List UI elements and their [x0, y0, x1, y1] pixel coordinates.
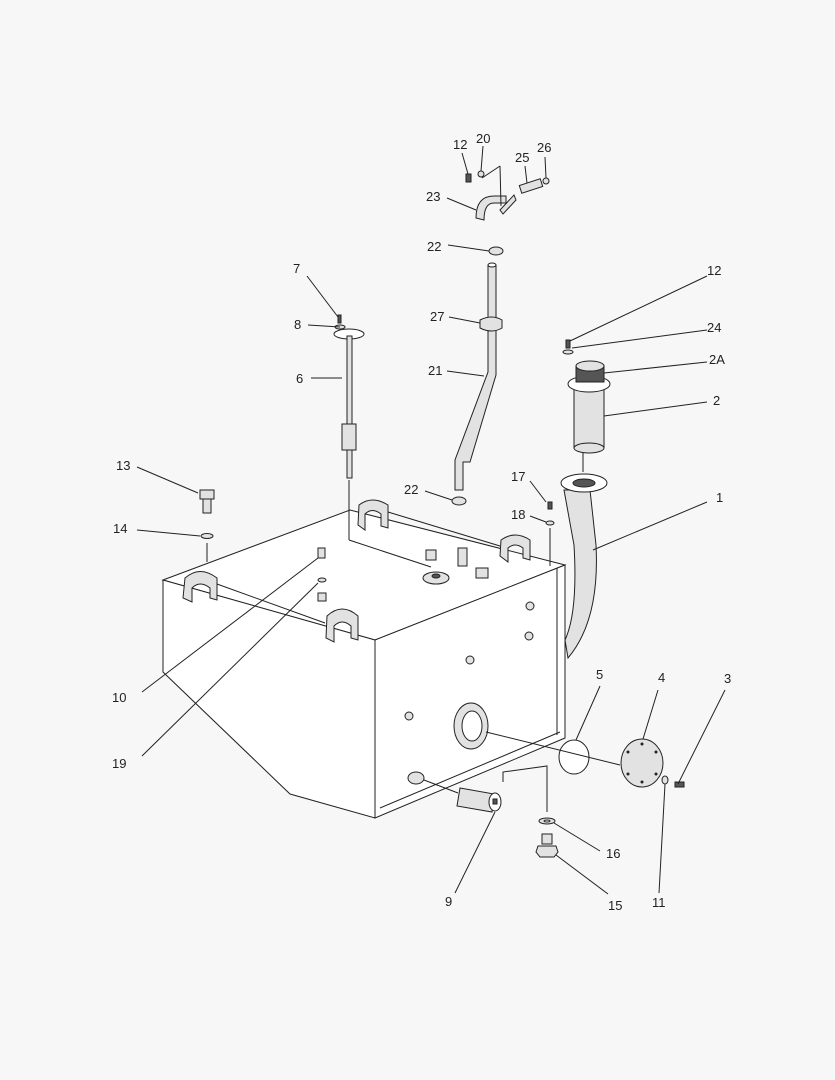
sender-washer [317, 577, 327, 583]
filler-washer [562, 349, 574, 355]
callout-labels: 1 2 2A 24 12 3 4 5 11 15 16 9 10 19 13 1… [112, 131, 731, 913]
callout-12-upper-right: 12 [707, 263, 721, 278]
callout-16: 16 [606, 846, 620, 861]
callout-11: 11 [652, 895, 666, 910]
fuel-tank [161, 499, 567, 819]
grommet-upper [488, 246, 504, 256]
callout-2a: 2A [709, 352, 725, 367]
strap-washer [200, 533, 214, 539]
callout-2: 2 [713, 393, 720, 408]
top-washer [545, 520, 555, 526]
sender-bolt [317, 547, 326, 559]
cover-screw [674, 781, 685, 788]
callout-7: 7 [293, 261, 300, 276]
strap-front [325, 608, 359, 643]
filler-tube [567, 375, 611, 454]
callout-22-lower: 22 [404, 482, 418, 497]
callout-27: 27 [430, 309, 444, 324]
callout-10: 10 [112, 690, 126, 705]
callout-13: 13 [116, 458, 130, 473]
callout-21: 21 [428, 363, 442, 378]
top-screw [547, 501, 553, 510]
callout-25: 25 [515, 150, 529, 165]
cover-washer [661, 775, 669, 785]
callout-4: 4 [658, 670, 665, 685]
vent-assembly [465, 165, 550, 221]
tank-drain-boss [407, 771, 425, 785]
filler-screw [565, 339, 571, 349]
tank-left-face [162, 579, 376, 819]
drain-plug [535, 833, 559, 858]
callout-17: 17 [511, 469, 525, 484]
callout-3: 3 [724, 671, 731, 686]
callout-14: 14 [113, 521, 127, 536]
callout-20: 20 [476, 131, 490, 146]
callout-8: 8 [294, 317, 301, 332]
callout-18: 18 [511, 507, 525, 522]
callout-1: 1 [716, 490, 723, 505]
callout-5: 5 [596, 667, 603, 682]
strap-bolt [199, 489, 215, 514]
leader-lines [136, 145, 726, 895]
o-ring-gasket [558, 739, 590, 775]
strap-back-left [357, 499, 389, 531]
callout-15: 15 [608, 898, 622, 913]
filler-neck [560, 473, 608, 660]
callout-22-upper: 22 [427, 239, 441, 254]
access-cover-plate [620, 738, 664, 788]
callout-26: 26 [537, 140, 551, 155]
grommet-lower [451, 496, 467, 506]
callout-23: 23 [426, 189, 440, 204]
fuel-level-sender [333, 314, 365, 479]
filler-cap [575, 360, 605, 383]
callout-9: 9 [445, 894, 452, 909]
drain-fitting [456, 787, 502, 813]
callout-24: 24 [707, 320, 721, 335]
pickup-tube [454, 262, 503, 491]
strap-back-right [499, 534, 531, 563]
callout-12-top: 12 [453, 137, 467, 152]
callout-6: 6 [296, 371, 303, 386]
callout-19: 19 [112, 756, 126, 771]
strap-left [182, 571, 218, 603]
tank-front-face [374, 564, 566, 819]
